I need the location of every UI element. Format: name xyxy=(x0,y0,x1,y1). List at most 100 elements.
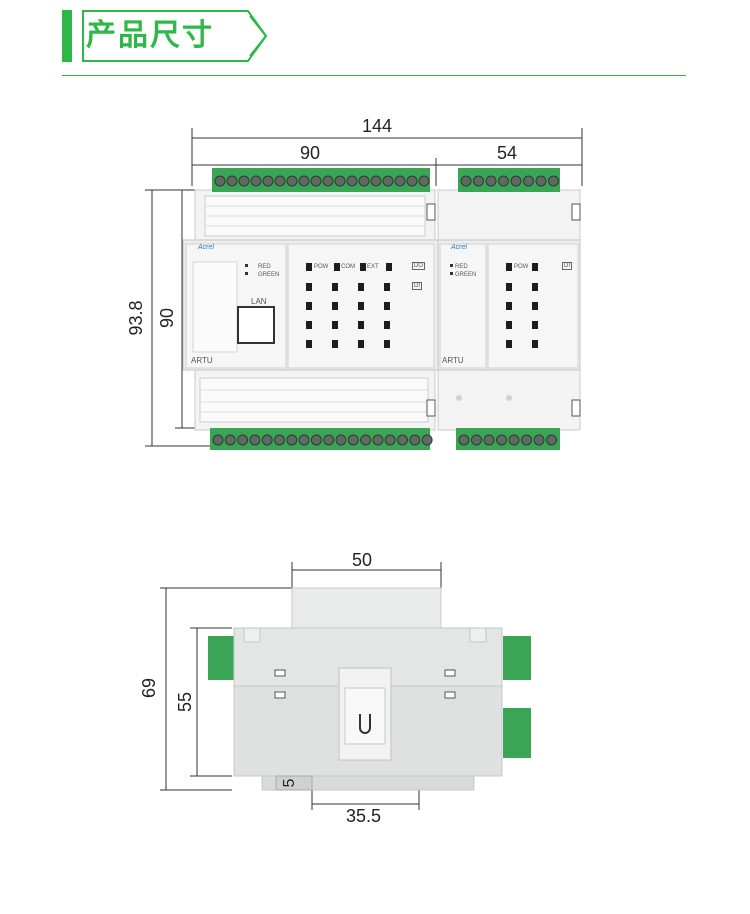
terminal-screw xyxy=(382,175,394,187)
terminal-screw xyxy=(523,175,534,187)
led-window xyxy=(360,263,366,271)
terminal-screw xyxy=(274,175,286,187)
led-window xyxy=(532,283,538,291)
terminal-screw xyxy=(498,175,509,187)
terminal-screw xyxy=(483,434,495,446)
terminal-screw xyxy=(224,434,236,446)
dim-total-width: 144 xyxy=(362,116,393,136)
terminal-screw xyxy=(237,434,249,446)
led-window xyxy=(506,302,512,310)
di-badge-right: DI xyxy=(562,262,572,270)
terminal-screw xyxy=(298,434,310,446)
led-window xyxy=(358,340,364,348)
led-window xyxy=(532,321,538,329)
led-dot xyxy=(245,264,248,267)
terminal-screw xyxy=(250,175,262,187)
section-header: 产品尺寸 xyxy=(62,6,686,76)
led-window xyxy=(384,321,390,329)
brand-logo-left: Acrel xyxy=(198,244,214,251)
led-window xyxy=(506,263,512,271)
terminal-screw xyxy=(310,175,322,187)
terminal-screw xyxy=(418,175,430,187)
led-window xyxy=(384,340,390,348)
terminal-screw xyxy=(335,434,347,446)
terminal-screw xyxy=(347,434,359,446)
dim-right-module-width: 54 xyxy=(497,143,518,163)
terminal-screw xyxy=(421,434,433,446)
terminal-screw xyxy=(546,434,557,446)
dim-side-total-height: 69 xyxy=(139,677,159,699)
terminal-screw xyxy=(212,434,224,446)
terminal-screw xyxy=(397,434,408,446)
terminal-screw xyxy=(372,434,384,446)
header-accent-bar xyxy=(62,10,72,62)
terminal-screw xyxy=(394,175,406,187)
led-window xyxy=(332,302,338,310)
led-window xyxy=(532,302,538,310)
led-window xyxy=(506,321,512,329)
led-window xyxy=(384,302,390,310)
terminal-screw xyxy=(298,175,310,187)
led-window xyxy=(384,283,390,291)
led-dot xyxy=(245,272,248,275)
dim-side-top-width: 50 xyxy=(352,550,373,570)
com-label: COM xyxy=(341,264,355,270)
terminal-screw xyxy=(409,434,421,446)
dim-left-module-width: 90 xyxy=(300,143,321,163)
terminal-screw xyxy=(226,175,238,187)
led-window xyxy=(506,340,512,348)
terminal-screw xyxy=(286,434,298,446)
green-led-label-left: GREEN xyxy=(258,272,280,278)
terminal-screw xyxy=(533,434,545,446)
terminal-screw xyxy=(521,434,532,446)
terminal-screw xyxy=(238,175,250,187)
terminal-screw xyxy=(406,175,418,187)
do-badge: DO xyxy=(412,262,425,270)
dim-side-foot-height: 5 xyxy=(281,778,298,788)
terminal-screw xyxy=(262,175,274,187)
dim-side-rail-width: 35.5 xyxy=(346,806,382,826)
led-window xyxy=(386,263,392,271)
terminal-screw xyxy=(249,434,261,446)
terminal-screw xyxy=(261,434,273,446)
pow-label-left: POW xyxy=(314,264,329,270)
brand-logo-right: Acrel xyxy=(451,244,467,251)
led-window xyxy=(332,340,338,348)
led-window xyxy=(306,321,312,329)
model-label-right: ARTU xyxy=(442,356,464,365)
red-led-label-left: RED xyxy=(258,264,271,270)
led-window xyxy=(358,283,364,291)
led-window xyxy=(306,340,312,348)
led-window xyxy=(532,340,538,348)
pow-label-right: POW xyxy=(514,264,529,270)
green-led-label-right: GREEN xyxy=(455,272,477,278)
terminal-screw xyxy=(310,434,322,446)
led-window xyxy=(332,321,338,329)
terminal-screw xyxy=(323,434,335,446)
terminal-screw xyxy=(458,434,470,446)
terminal-screw xyxy=(508,434,520,446)
terminal-screw xyxy=(286,175,298,187)
led-window xyxy=(358,321,364,329)
terminal-screw xyxy=(334,175,346,187)
header-tag-frame xyxy=(82,10,268,62)
terminal-screw xyxy=(274,434,285,446)
model-label-left: ARTU xyxy=(191,356,213,365)
terminal-screw xyxy=(496,434,507,446)
led-window xyxy=(306,283,312,291)
led-window xyxy=(334,263,340,271)
di-badge-left: DI xyxy=(412,282,422,290)
dim-side-body-height: 55 xyxy=(175,691,195,713)
led-window xyxy=(358,302,364,310)
led-dot xyxy=(450,264,453,267)
terminal-screw xyxy=(370,175,382,187)
header-divider xyxy=(62,75,686,76)
terminal-screw xyxy=(510,175,522,187)
terminal-screw xyxy=(460,175,472,187)
terminal-screw xyxy=(548,175,559,187)
ext-label: EXT xyxy=(367,264,379,270)
